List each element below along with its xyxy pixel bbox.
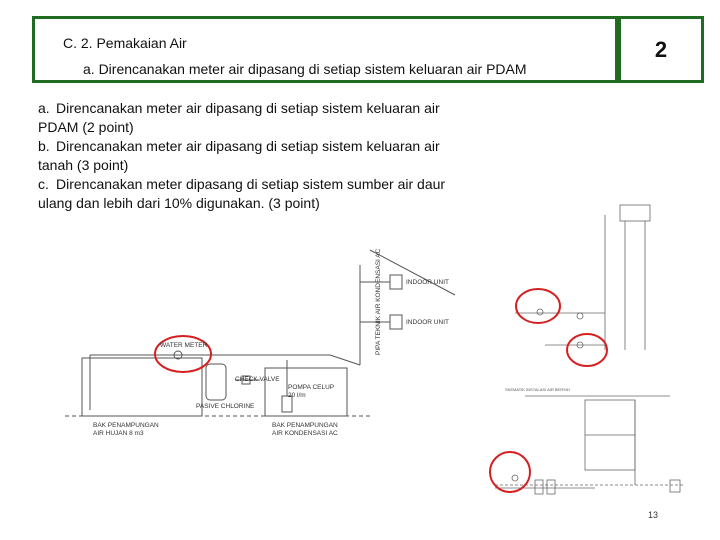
criteria-text-cont: ulang dan lebih dari 10% digunakan. (3 p… [38,195,320,211]
rain-tank-capacity: AIR HUJAN 8 m3 [93,430,144,437]
section-title: C. 2. Pemakaian Air [63,35,187,51]
page-number: 13 [648,510,659,520]
chlorine-label: PASIVE CHLORINE [196,403,255,410]
criteria-marker: a. [38,100,50,116]
roof-tank [619,204,651,222]
criteria-item: a. Direncanakan meter air dipasang di se… [38,99,518,118]
criteria-text: Direncanakan meter dipasang di setiap si… [56,176,446,192]
rainwater-tank [81,357,203,417]
ac-condensate-tank [264,367,348,417]
score-box: 2 [618,16,704,83]
pump-flow-label: 20 l/m [288,392,306,399]
water-meter-label: WATER METER [160,342,208,349]
criteria-marker: b. [38,138,50,154]
header-frame: C. 2. Pemakaian Air a. Direncanakan mete… [32,16,618,83]
criteria-item: c. Direncanakan meter dipasang di setiap… [38,175,518,194]
rainwater-diagram: WATER METER CHECK VALVE PASIVE CHLORINE … [65,248,456,437]
indoor-unit-box [389,274,403,290]
criteria-marker: c. [38,176,49,192]
roof-line [369,249,456,296]
check-valve-symbol [241,375,251,385]
criteria-item: b. Direncanakan meter air dipasang di se… [38,137,518,156]
rain-tank-label: BAK PENAMPUNGAN [93,422,159,429]
criteria-text: Direncanakan meter air dipasang di setia… [56,138,440,154]
highlight-circle [566,333,608,367]
pipe-label: PIPA TEKNIK AIR KONDENSASI AC [375,248,382,355]
highlight-circle [515,288,561,324]
water-meter-symbol [173,350,183,360]
criteria-text-cont: PDAM (2 point) [38,119,134,135]
indoor-unit-box [389,314,403,330]
clean-water-schematic: SKEMATIK INSTALASI AIR BERSIH [489,204,685,495]
check-valve-label: CHECK VALVE [235,376,280,383]
section-subtitle: a. Direncanakan meter air dipasang di se… [83,61,527,77]
ac-tank-desc: AIR KONDENSASI AC [272,430,338,437]
highlight-circle [154,335,212,373]
criteria-text-cont: tanah (3 point) [38,157,129,173]
indoor-unit-label: INDOOR UNIT [406,319,449,326]
pump-label: POMPA CELUP [288,384,334,391]
chlorine-tank [205,363,227,401]
highlight-circle [489,451,531,493]
indoor-unit-label: INDOOR UNIT [406,279,449,286]
ac-tank-label: BAK PENAMPUNGAN [272,422,338,429]
schematic-title: SKEMATIK INSTALASI AIR BERSIH [505,387,570,392]
criteria-text: Direncanakan meter air dipasang di setia… [56,100,440,116]
score-number: 2 [654,36,668,62]
criteria-list: a. Direncanakan meter air dipasang di se… [38,99,518,213]
